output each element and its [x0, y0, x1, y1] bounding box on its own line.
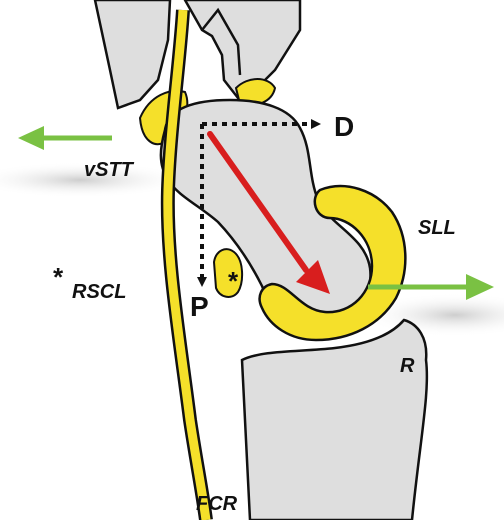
label-sll: SLL: [418, 217, 456, 239]
label-d: D: [334, 111, 354, 142]
label-p: P: [190, 291, 209, 322]
label-rscl: RSCL: [72, 281, 126, 303]
radius-bone: [242, 320, 427, 520]
label-fcr: FCR: [196, 493, 238, 515]
label-asterisk: *: [228, 266, 239, 296]
label-r: R: [400, 355, 415, 377]
trapezium-bone: [95, 0, 170, 108]
label-rscl-marker: *: [52, 262, 64, 292]
green-arrow-left-head: [18, 126, 44, 150]
label-vstt: vSTT: [84, 159, 135, 181]
